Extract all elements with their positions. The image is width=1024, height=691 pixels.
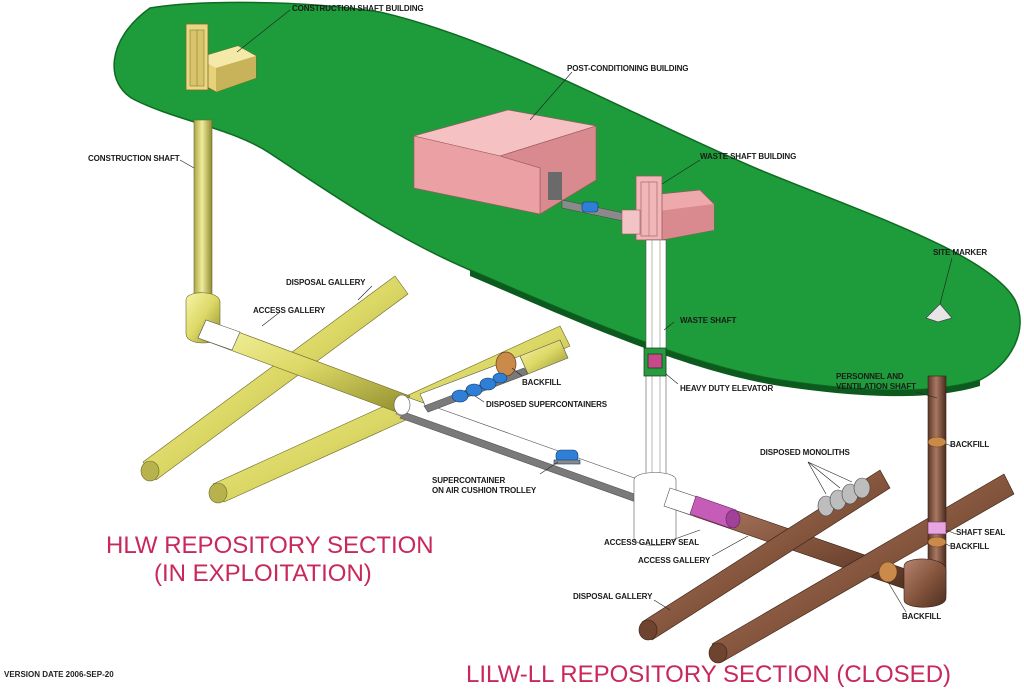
leader [474,395,485,403]
backfill-plug-hlw [495,351,517,377]
label-post-conditioning-building: POST-CONDITIONING BUILDING [567,64,689,73]
heavy-duty-elevator [643,347,667,377]
hlw-access-gallery-open [393,394,641,503]
label-shaft-seal: SHAFT SEAL [956,528,1006,537]
transport-vehicle [581,201,599,213]
leader [653,599,671,611]
construction-shaft-building [185,23,257,93]
construction-shaft [193,119,213,305]
leader [529,71,573,121]
site-marker [925,303,953,323]
label-disposal-gallery-hlw: DISPOSAL GALLERY [286,278,366,287]
leader [945,443,953,447]
waste-shaft [633,239,677,546]
label-access-gallery-seal: ACCESS GALLERY SEAL [604,538,700,547]
label-disposed-supercontainers: DISPOSED SUPERCONTAINERS [486,400,608,409]
label-access-gallery-lilw: ACCESS GALLERY [638,556,711,565]
leader [915,391,938,399]
label-personnel-ventilation-shaft-1: PERSONNEL AND [836,372,904,381]
waste-shaft-building [621,175,715,243]
leader [945,543,951,547]
leader [671,529,701,541]
label-backfill-hlw: BACKFILL [522,378,562,387]
label-heavy-duty-elevator: HEAVY DUTY ELEVATOR [680,384,774,393]
leader [661,159,701,185]
ground-rim [470,270,980,397]
label-supercontainer-trolley-2: ON AIR CUSHION TROLLEY [432,486,537,495]
version-date: VERSION DATE 2006-SEP-20 [4,670,114,679]
shaft-seal [927,521,947,535]
label-personnel-ventilation-shaft-2: VENTILATION SHAFT [836,382,916,391]
ventilation-shaft-elbow [903,558,947,608]
leader [357,285,373,301]
leader [945,529,957,535]
label-disposed-monoliths: DISPOSED MONOLITHS [760,448,850,457]
label-site-marker: SITE MARKER [933,248,988,257]
hlw-disposal-gallery-left [140,275,409,482]
shaft-backfill-bottom [927,536,947,548]
shaft-backfill-top [927,436,947,448]
leader [807,461,827,495]
label-waste-shaft-building: WASTE SHAFT BUILDING [700,152,797,161]
hlw-section-status: (IN EXPLOITATION) [154,560,372,587]
leader [887,581,907,613]
leader [665,373,679,385]
label-construction-shaft-building: CONSTRUCTION SHAFT BUILDING [292,4,424,13]
leader [807,461,853,483]
leader [711,535,749,557]
leader [807,461,841,489]
label-supercontainer-trolley-1: SUPERCONTAINER [432,476,506,485]
label-backfill-lilw: BACKFILL [902,612,942,621]
leader [539,461,559,475]
disposed-supercontainers [451,372,508,403]
supercontainer-trolley [553,449,581,465]
label-waste-shaft: WASTE SHAFT [680,316,737,325]
label-disposal-gallery-lilw: DISPOSAL GALLERY [573,592,653,601]
leader [236,9,291,53]
access-gallery-seal [689,495,741,529]
label-backfill-shaft-seal: BACKFILL [950,542,990,551]
disposed-monoliths [817,477,871,517]
leader [939,257,953,305]
hlw-section-title: HLW REPOSITORY SECTION [106,532,434,559]
post-conditioning-building [413,109,597,215]
label-backfill-shaft-top: BACKFILL [950,440,990,449]
label-construction-shaft: CONSTRUCTION SHAFT [88,154,180,163]
hlw-disposal-gallery-right [208,325,571,504]
leader [511,367,523,377]
lilw-section-title: LILW-LL REPOSITORY SECTION (CLOSED) [466,661,952,688]
leader [179,159,195,169]
leader [663,321,675,331]
leader [261,311,281,327]
backfill-plug-lilw [878,561,898,583]
label-access-gallery-hlw: ACCESS GALLERY [253,306,326,315]
